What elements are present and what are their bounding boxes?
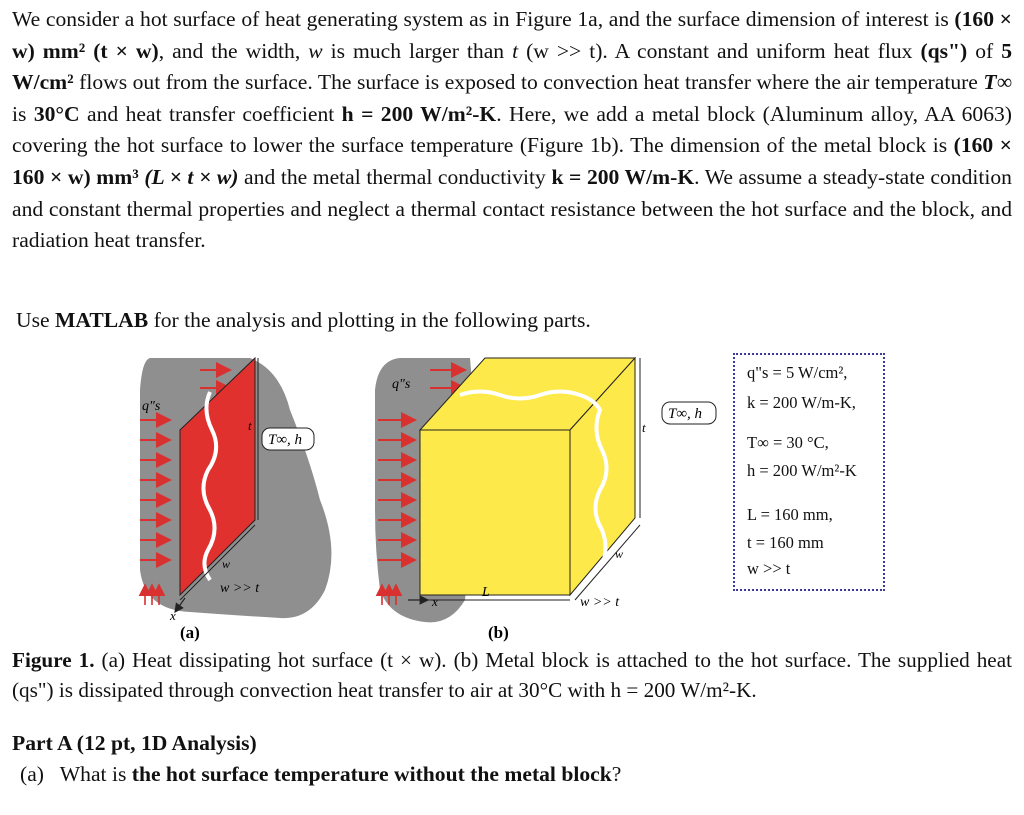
tinf-h-box-a [261,427,315,451]
tinf-h-box-b [661,401,717,425]
heat-flux-value: 5 W/cm² [12,38,1013,95]
parameter-box: q"s = 5 W/cm², k = 200 W/m-K, T∞ = 30 °C… [733,353,885,591]
w-gg-t-b: w >> t [580,595,620,610]
param-flux: q"s = 5 W/cm², [747,363,848,382]
x-label-a: x [169,608,176,623]
figure-b: T∞, h t q"s w w >> t L x (b) [375,356,717,642]
qs-label-b: q"s [392,377,411,392]
param-tinf: T∞ = 30 °C, [747,433,829,452]
t-label-a: t [248,418,252,433]
intro-text-7: is [12,101,34,126]
hot-surface-a [179,356,256,597]
w-gg-t-a: w >> t [220,581,260,596]
break-line-a [201,391,219,582]
question-number: (a) [20,762,44,786]
intro-text-10: and the metal thermal conductivity [238,164,552,189]
figure-1: t T∞, h q"s w w >> t x (a) [138,356,717,642]
block-front-face [419,429,571,596]
figure-caption: Figure 1. (a) Heat dissipating hot surfa… [12,645,1012,705]
param-h: h = 200 W/m²-K [747,461,857,480]
figure-a: t T∞, h q"s w w >> t x (a) [138,356,332,642]
up-arrows-a [138,583,166,605]
intro-text-1: We consider a hot surface of heat genera… [12,7,955,31]
figure-b-label: (b) [488,623,509,642]
heat-flux-arrows-b [378,362,467,568]
w-label-b: w [615,547,623,561]
param-t: t = 160 mm [747,533,824,552]
w-label-a: w [222,557,230,571]
param-w: w >> t [747,559,791,578]
intro-text-8: and heat transfer coefficient [79,101,342,126]
air-temp-value: 30°C [33,101,80,126]
break-line-b [459,389,609,571]
conductivity-value: k = 200 W/m-K [551,164,695,189]
block-dimension: (160 × 160 × w) mm³ [12,133,1012,189]
question-emphasis: the hot surface temperature without the … [131,762,612,786]
tinf-h-label-b: T∞, h [668,406,702,422]
tinf-h-label-a: T∞, h [268,432,302,448]
up-arrows-b [375,583,403,605]
param-k: k = 200 W/m-K, [747,393,856,412]
qs-label-a: q"s [142,399,161,414]
heat-flux-symbol: (qs") [920,38,968,63]
htc-value: h = 200 W/m²-K [341,101,497,126]
question-a: (a) What is the hot surface temperature … [20,762,622,786]
part-a-title: Part A (12 pt, 1D Analysis) [12,731,257,755]
intro-text-6: flows out from the surface. The surface … [73,70,984,95]
air-temp-symbol: T∞ [983,70,1012,95]
matlab-instruction: Use MATLAB for the analysis and plotting… [16,308,591,332]
intro-text-3: is much larger than [322,38,513,63]
intro-paragraph: We consider a hot surface of heat genera… [12,4,1012,257]
figure-a-label: (a) [180,623,200,642]
width-symbol: w [308,38,323,63]
t-label-b: t [642,420,646,435]
surface-dimension: (160 × w) mm² [12,7,1012,63]
L-label-b: L [481,585,490,600]
block-dimension-symbolic: (L × t × w) [144,164,239,189]
x-label-b: x [431,594,438,609]
thickness-symbol: t [512,38,519,63]
matlab-keyword: MATLAB [54,308,149,332]
intro-text-5: of [967,38,1002,63]
surface-dimension-symbolic: (t × w) [93,38,159,63]
heat-flux-arrows-a [140,362,232,568]
intro-text-2: , and the width, [158,38,309,63]
caption-text: (a) Heat dissipating hot surface (t × w)… [12,648,1012,702]
intro-text-4: (w >> t). A constant and uniform heat fl… [518,38,921,63]
intro-text-9: . Here, we add a metal block (Aluminum a… [12,101,1012,158]
intro-text-11: . We assume a steady-state condition and… [12,164,1012,253]
caption-label: Figure 1. [12,648,95,672]
param-L: L = 160 mm, [747,505,833,524]
